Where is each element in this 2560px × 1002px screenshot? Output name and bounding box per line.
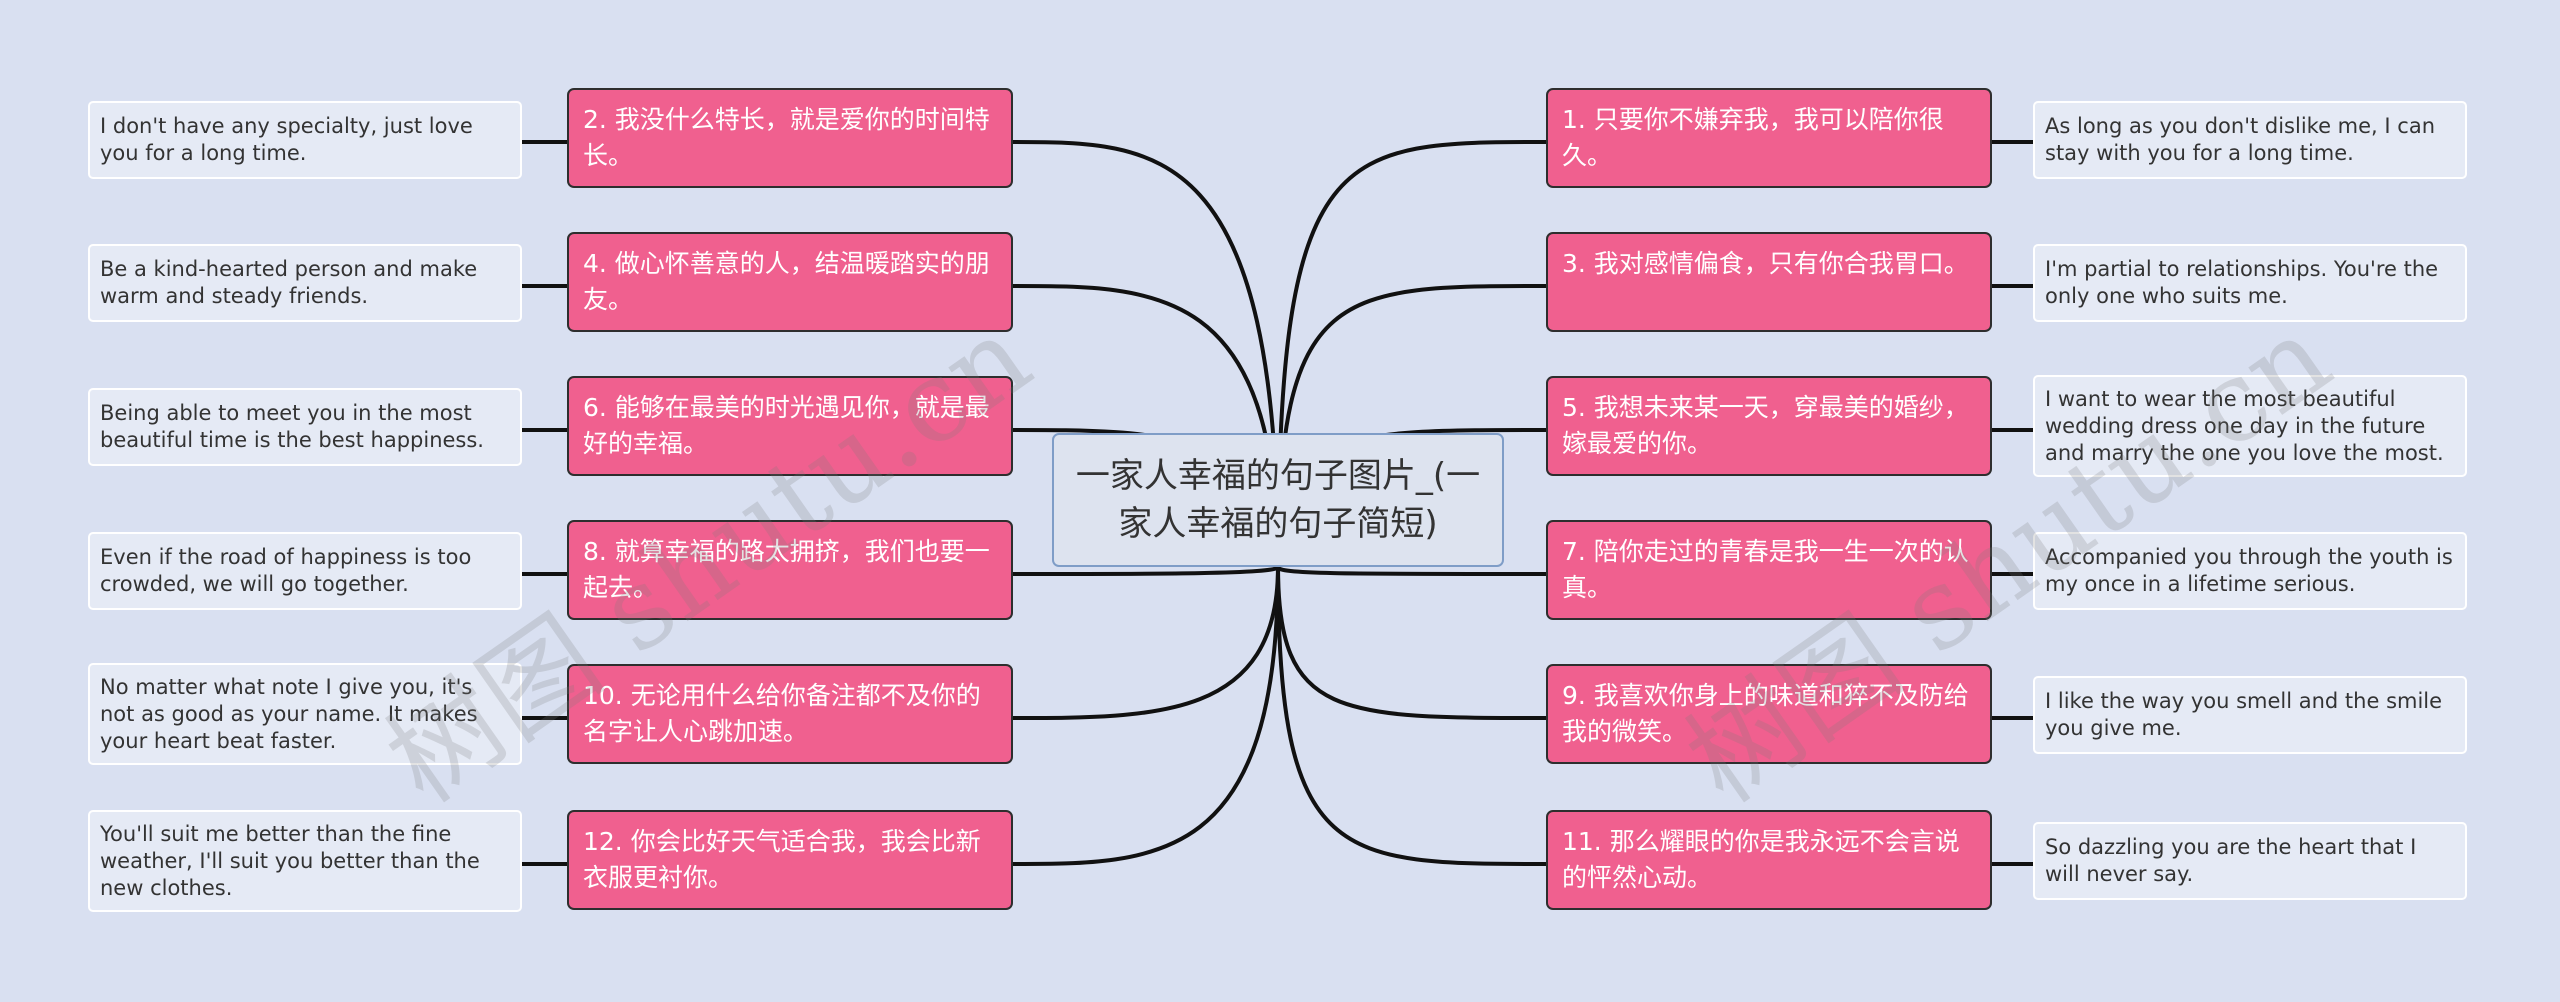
leaf-node-label: I'm partial to relationships. You're the…	[2045, 257, 2439, 308]
leaf-node-label: I like the way you smell and the smile y…	[2045, 689, 2443, 740]
leaf-node-7[interactable]: Accompanied you through the youth is my …	[2033, 532, 2467, 610]
branch-node-label: 10. 无论用什么给你备注都不及你的名字让人心跳加速。	[583, 681, 981, 746]
branch-node-1[interactable]: 1. 只要你不嫌弃我，我可以陪你很久。	[1546, 88, 1992, 188]
branch-node-4[interactable]: 4. 做心怀善意的人，结温暖踏实的朋友。	[567, 232, 1013, 332]
branch-node-2[interactable]: 2. 我没什么特长，就是爱你的时间特长。	[567, 88, 1013, 188]
leaf-node-4[interactable]: Be a kind-hearted person and make warm a…	[88, 244, 522, 322]
leaf-node-2[interactable]: I don't have any specialty, just love yo…	[88, 101, 522, 179]
leaf-node-10[interactable]: No matter what note I give you, it's not…	[88, 663, 522, 765]
branch-node-label: 2. 我没什么特长，就是爱你的时间特长。	[583, 105, 990, 170]
branch-node-7[interactable]: 7. 陪你走过的青春是我一生一次的认真。	[1546, 520, 1992, 620]
connector-right-1	[1276, 140, 1547, 568]
central-topic[interactable]: 一家人幸福的句子图片_(一家人幸福的句子简短)	[1052, 433, 1504, 567]
connector-left-5	[1012, 566, 1280, 720]
branch-node-8[interactable]: 8. 就算幸福的路太拥挤，我们也要一起去。	[567, 520, 1013, 620]
leaf-node-label: You'll suit me better than the fine weat…	[100, 821, 480, 900]
leaf-node-1[interactable]: As long as you don't dislike me, I can s…	[2033, 101, 2467, 179]
leaf-node-6[interactable]: Being able to meet you in the most beaut…	[88, 388, 522, 466]
leaf-node-5[interactable]: I want to wear the most beautiful weddin…	[2033, 375, 2467, 477]
leaf-node-8[interactable]: Even if the road of happiness is too cro…	[88, 532, 522, 610]
connector-left-1	[1012, 140, 1280, 568]
leaf-node-label: Accompanied you through the youth is my …	[2045, 545, 2453, 596]
branch-node-label: 1. 只要你不嫌弃我，我可以陪你很久。	[1562, 105, 1944, 170]
leaf-node-label: So dazzling you are the heart that I wil…	[2045, 835, 2417, 886]
leaf-node-3[interactable]: I'm partial to relationships. You're the…	[2033, 244, 2467, 322]
leaf-node-label: I don't have any specialty, just love yo…	[100, 114, 473, 165]
branch-node-12[interactable]: 12. 你会比好天气适合我，我会比新衣服更衬你。	[567, 810, 1013, 910]
branch-node-5[interactable]: 5. 我想未来某一天，穿最美的婚纱，嫁最爱的你。	[1546, 376, 1992, 476]
branch-node-label: 8. 就算幸福的路太拥挤，我们也要一起去。	[583, 537, 990, 602]
branch-node-label: 9. 我喜欢你身上的味道和猝不及防给我的微笑。	[1562, 681, 1969, 746]
leaf-node-label: I want to wear the most beautiful weddin…	[2045, 386, 2444, 465]
branch-node-label: 11. 那么耀眼的你是我永远不会言说的怦然心动。	[1562, 827, 1960, 892]
connector-right-5	[1276, 566, 1547, 720]
branch-node-label: 4. 做心怀善意的人，结温暖踏实的朋友。	[583, 249, 990, 314]
branch-node-6[interactable]: 6. 能够在最美的时光遇见你，就是最好的幸福。	[567, 376, 1013, 476]
branch-node-9[interactable]: 9. 我喜欢你身上的味道和猝不及防给我的微笑。	[1546, 664, 1992, 764]
branch-node-label: 5. 我想未来某一天，穿最美的婚纱，嫁最爱的你。	[1562, 393, 1969, 458]
leaf-node-label: As long as you don't dislike me, I can s…	[2045, 114, 2435, 165]
branch-node-label: 12. 你会比好天气适合我，我会比新衣服更衬你。	[583, 827, 981, 892]
branch-node-label: 6. 能够在最美的时光遇见你，就是最好的幸福。	[583, 393, 990, 458]
branch-node-label: 7. 陪你走过的青春是我一生一次的认真。	[1562, 537, 1969, 602]
central-topic-label: 一家人幸福的句子图片_(一家人幸福的句子简短)	[1075, 456, 1481, 544]
connector-right-4	[1276, 566, 1547, 576]
connector-left-4	[1012, 565, 1280, 576]
leaf-node-label: Even if the road of happiness is too cro…	[100, 545, 472, 596]
leaf-node-9[interactable]: I like the way you smell and the smile y…	[2033, 676, 2467, 754]
leaf-node-11[interactable]: So dazzling you are the heart that I wil…	[2033, 822, 2467, 900]
leaf-node-12[interactable]: You'll suit me better than the fine weat…	[88, 810, 522, 912]
branch-node-11[interactable]: 11. 那么耀眼的你是我永远不会言说的怦然心动。	[1546, 810, 1992, 910]
connector-right-6	[1276, 566, 1547, 866]
leaf-node-label: Being able to meet you in the most beaut…	[100, 401, 484, 452]
branch-node-10[interactable]: 10. 无论用什么给你备注都不及你的名字让人心跳加速。	[567, 664, 1013, 764]
leaf-node-label: Be a kind-hearted person and make warm a…	[100, 257, 478, 308]
branch-node-3[interactable]: 3. 我对感情偏食，只有你合我胃口。	[1546, 232, 1992, 332]
connector-left-6	[1012, 566, 1280, 866]
branch-node-label: 3. 我对感情偏食，只有你合我胃口。	[1562, 249, 1969, 278]
leaf-node-label: No matter what note I give you, it's not…	[100, 674, 478, 753]
